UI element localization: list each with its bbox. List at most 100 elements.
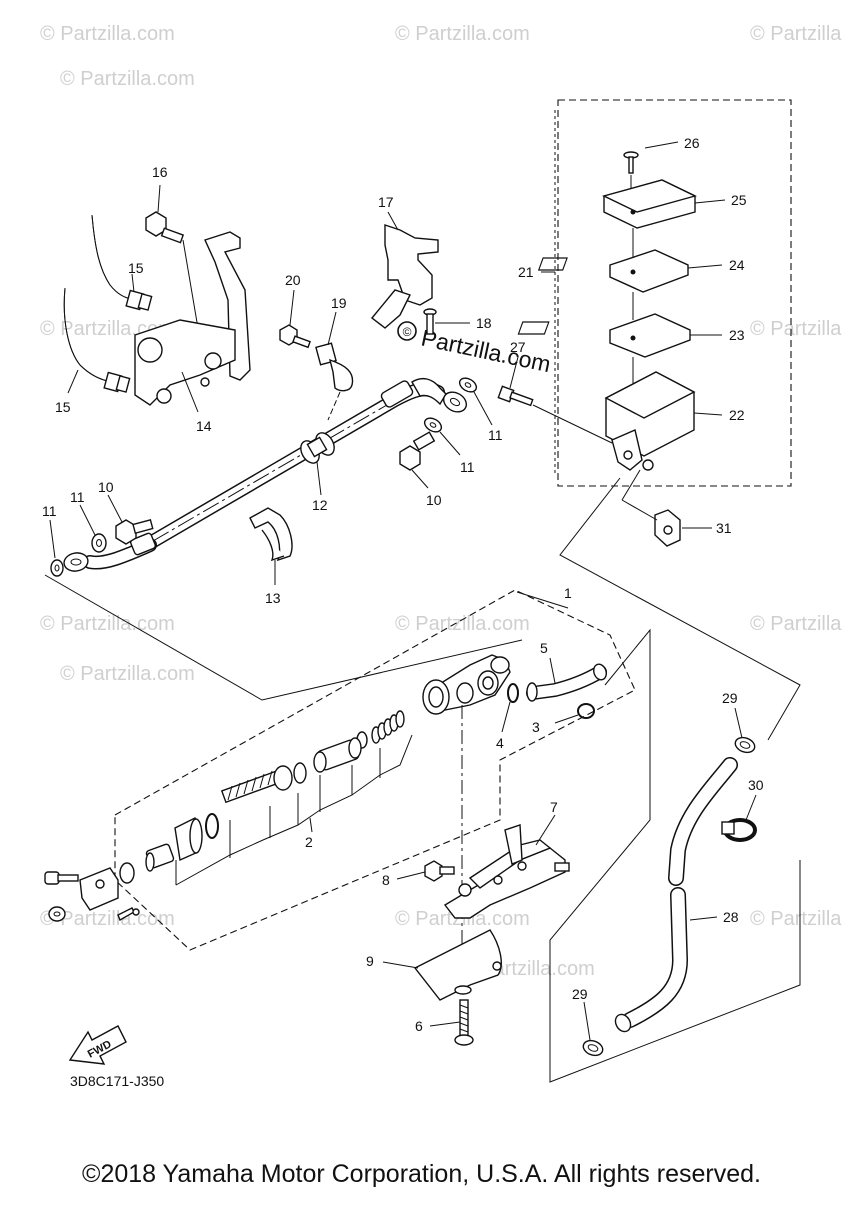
- part-11-washer[interactable]: [457, 375, 479, 394]
- part-14-bracket[interactable]: [134, 231, 251, 406]
- callout-29a: 29: [722, 690, 738, 706]
- callout-11a: 11: [488, 427, 503, 443]
- callout-26: 26: [684, 135, 700, 151]
- stamp-text: Partzilla.com: [419, 324, 553, 377]
- part-9-guard-plate[interactable]: [413, 929, 502, 1001]
- part-11-washer[interactable]: [91, 533, 107, 553]
- part-28-reservoir-hose[interactable]: [612, 757, 738, 1034]
- watermark: © Partzilla.com: [750, 613, 843, 635]
- callout-29b: 29: [572, 986, 588, 1002]
- part-6-bolt[interactable]: [454, 999, 474, 1046]
- fwd-arrow: FWD: [68, 1025, 127, 1065]
- master-cylinder-box: [114, 589, 636, 951]
- callout-25: 25: [731, 192, 747, 208]
- callout-4: 4: [496, 735, 504, 751]
- part-29-hose-clamp[interactable]: [733, 735, 757, 755]
- part-8-bolt[interactable]: [424, 860, 455, 882]
- callout-10a: 10: [98, 479, 114, 495]
- callout-24: 24: [729, 257, 745, 273]
- reservoir-group: [517, 99, 792, 487]
- part-27-bolt[interactable]: [497, 385, 534, 407]
- part-30-hose-clamp[interactable]: [721, 818, 757, 842]
- part-10-union-bolt[interactable]: [115, 518, 154, 545]
- callout-21: 21: [518, 264, 534, 280]
- master-cylinder-body[interactable]: [422, 654, 511, 715]
- watermark: © Partzilla.com: [750, 908, 843, 930]
- part-26-screw[interactable]: [623, 151, 639, 174]
- diagram-code: 3D8C171-J350: [70, 1073, 164, 1089]
- callout-11d: 11: [70, 489, 85, 505]
- part-24-plate[interactable]: [537, 249, 689, 293]
- watermark: © Partzilla.com: [395, 23, 530, 45]
- upper-brake-hose[interactable]: [143, 382, 445, 550]
- callout-20: 20: [285, 272, 301, 288]
- callout-6: 6: [415, 1018, 423, 1034]
- part-23-diaphragm[interactable]: [517, 313, 691, 358]
- callout-11b: 11: [460, 459, 475, 475]
- part-29-hose-clamp[interactable]: [581, 1038, 605, 1058]
- master-cylinder-group: [114, 589, 636, 951]
- part-13-clamp[interactable]: [249, 507, 293, 562]
- callout-3: 3: [532, 719, 540, 735]
- callout-1: 1: [564, 585, 572, 601]
- callout-23: 23: [729, 327, 745, 343]
- part-11-washer[interactable]: [422, 415, 444, 434]
- part-7-bracket[interactable]: [443, 824, 570, 919]
- part-12-grommet[interactable]: [297, 430, 338, 467]
- callout-22: 22: [729, 407, 745, 423]
- callout-30: 30: [748, 777, 764, 793]
- copyright-notice: ©2018 Yamaha Motor Corporation, U.S.A. A…: [82, 1160, 761, 1188]
- callout-27: 27: [510, 339, 526, 355]
- watermark: © Partzilla.com: [40, 908, 175, 930]
- part-3-circlip[interactable]: [577, 703, 595, 719]
- callout-13: 13: [265, 590, 281, 606]
- callout-9: 9: [366, 953, 374, 969]
- part-2-boot[interactable]: [145, 813, 219, 872]
- callout-17: 17: [378, 194, 394, 210]
- clevis-assembly[interactable]: [44, 862, 140, 922]
- part-11-washer[interactable]: [50, 559, 64, 577]
- callout-28: 28: [723, 909, 739, 925]
- callout-8: 8: [382, 872, 390, 888]
- callout-5: 5: [540, 640, 548, 656]
- part-19-hose-guide[interactable]: [315, 342, 354, 392]
- part-22-reservoir[interactable]: [604, 371, 696, 471]
- callout-16: 16: [152, 164, 168, 180]
- part-18-screw[interactable]: [423, 308, 437, 335]
- watermark: © Partzilla.com: [60, 663, 195, 685]
- callout-14: 14: [196, 418, 212, 434]
- watermark: © Partzilla.com: [750, 318, 843, 340]
- callout-15a: 15: [128, 260, 144, 276]
- callout-7: 7: [550, 799, 558, 815]
- part-15-tie-strap-upper[interactable]: [91, 214, 153, 311]
- part-10-union-bolt[interactable]: [399, 431, 436, 471]
- callout-15b: 15: [55, 399, 71, 415]
- part-20-bolt[interactable]: [279, 324, 311, 349]
- part-4-o-ring[interactable]: [507, 683, 519, 703]
- part-17-bracket[interactable]: [371, 224, 439, 329]
- callout-12: 12: [312, 497, 328, 513]
- callout-18: 18: [476, 315, 492, 331]
- reservoir-group-box: [557, 99, 792, 487]
- callout-10b: 10: [426, 492, 442, 508]
- watermark: © Partzilla.com: [395, 613, 530, 635]
- part-2-piston-kit[interactable]: [220, 710, 405, 804]
- watermark: © Partzilla.com: [750, 23, 843, 45]
- part-15-tie-strap-lower[interactable]: [63, 287, 131, 393]
- callout-31: 31: [716, 520, 732, 536]
- callout-2: 2: [305, 834, 313, 850]
- callout-11c: 11: [42, 503, 57, 519]
- watermark: © Partzilla.com: [40, 613, 175, 635]
- part-16-bolt[interactable]: [145, 211, 185, 244]
- callout-19: 19: [331, 295, 347, 311]
- stamp-symbol: ©: [403, 325, 412, 339]
- watermark: © Partzilla.com: [60, 68, 195, 90]
- part-25-cover[interactable]: [602, 179, 697, 229]
- part-31-clip[interactable]: [654, 509, 681, 547]
- watermark: © Partzilla.com: [40, 23, 175, 45]
- hose-fitting-lower[interactable]: [63, 532, 157, 572]
- part-5-hose-joint[interactable]: [526, 662, 608, 702]
- hose-fitting-upper[interactable]: [380, 377, 470, 416]
